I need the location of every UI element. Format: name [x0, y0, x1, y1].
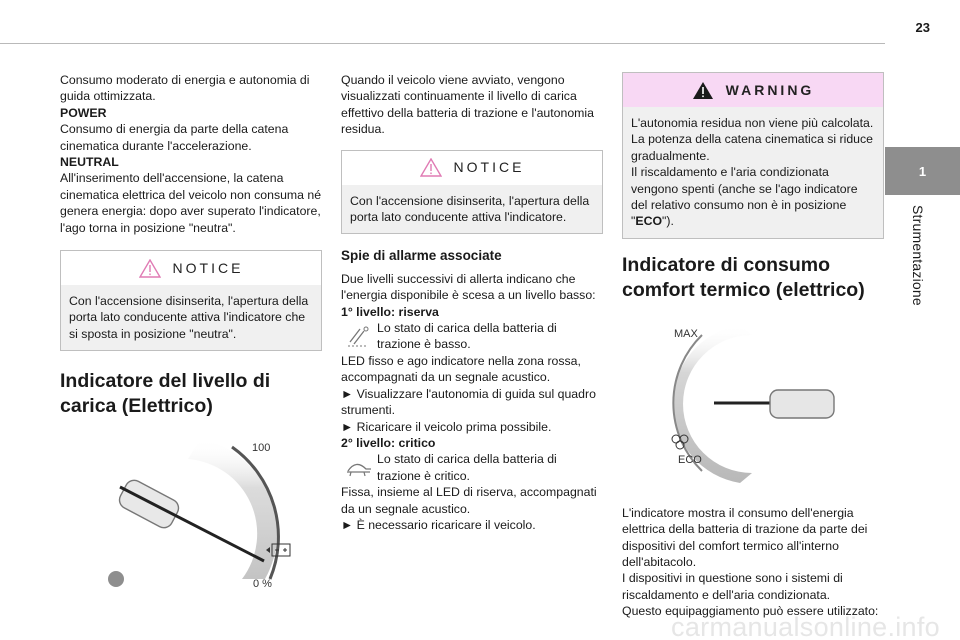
level1-row: Lo stato di carica della batteria di tra… [341, 320, 603, 353]
reserve-led [108, 571, 124, 588]
level2-detail: Fissa, insieme al LED di riserva, accomp… [341, 485, 597, 516]
warning-title: WARNING [725, 81, 815, 98]
level2-label: 2° livello: critico [341, 435, 436, 450]
subheading-alerts: Spie di allarme associate [341, 248, 502, 264]
neutral-label: NEUTRAL [60, 155, 119, 170]
warning-text-2: Il riscaldamento e l'aria condizionata v… [631, 165, 858, 229]
footer-watermark: carmanualsonline.info [671, 612, 940, 640]
column-1: Consumo moderato di energia e autonomia … [60, 72, 322, 609]
thermal-body-3: Questo equipaggiamento può essere utiliz… [622, 604, 879, 619]
notice-triangle-icon [419, 158, 442, 177]
power-description: Consumo di energia da parte della catena… [60, 122, 289, 153]
level1-action-2: ► Ricaricare il veicolo prima possibile. [341, 419, 552, 434]
fan-icon [671, 434, 689, 450]
notice-box: NOTICE Con l'accensione disinserita, l'a… [60, 250, 322, 352]
notice-box-2: NOTICE Con l'accensione disinserita, l'a… [341, 149, 603, 235]
level1-action-1: ► Visualizzare l'autonomia di guida sul … [341, 386, 596, 418]
level2-action: ► È necessario ricaricare il veicolo. [341, 517, 536, 532]
level1-text: Lo stato di carica della batteria di tra… [377, 321, 557, 352]
column-2: Quando il veicolo viene avviato, vengono… [341, 72, 603, 533]
notice-triangle-icon [138, 258, 161, 278]
level1-detail: LED fisso e ago indicatore nella zona ro… [341, 353, 581, 385]
gauge-needle [118, 479, 265, 563]
neutral-description: All'inserimento dell'accensione, la cate… [60, 171, 322, 235]
thermal-comfort-gauge: MAX ECO [671, 324, 835, 483]
level2-text: Lo stato di carica della batteria di tra… [377, 452, 557, 483]
level2-row: Lo stato di carica della batteria di tra… [341, 451, 603, 484]
page-number: 23 [915, 20, 930, 35]
thermal-body-1: L'indicatore mostra il consumo dell'ener… [622, 505, 868, 570]
warning-text-1: L'autonomia residua non viene più calcol… [631, 116, 874, 163]
gauge-needle-thermal [714, 389, 835, 419]
thermal-body-2: I dispositivi in questione sono i sistem… [622, 571, 843, 602]
warning-triangle-icon [692, 81, 713, 99]
section-heading-thermal-comfort: Indicatore di consumo comfort termico (e… [622, 253, 865, 301]
notice-header: NOTICE [61, 251, 321, 286]
gauge-max-label-thermal: MAX [674, 328, 699, 340]
notice-header-2: NOTICE [342, 150, 602, 185]
section-heading-charge-level: Indicatore del livello di carica (Elettr… [60, 370, 271, 418]
reserve-fuel-pump-icon [341, 320, 377, 353]
warning-body: L'autonomia residua non viene più calcol… [623, 107, 883, 238]
charge-level-gauge: 100 0 % [108, 439, 291, 590]
chapter-title: Strumentazione [910, 205, 926, 306]
notice-body-2: Con l'accensione disinserita, l'apertura… [342, 184, 602, 234]
critical-turtle-icon [341, 451, 377, 484]
alerts-intro: Due livelli successivi di allerta indica… [341, 271, 596, 303]
battery-icon [266, 543, 291, 557]
level1-label: 1° livello: riserva [341, 304, 439, 319]
header-rule [0, 43, 885, 44]
charge-intro: Quando il veicolo viene avviato, vengono… [341, 73, 594, 137]
warning-header: WARNING [623, 73, 883, 107]
gauge-min-label-thermal: ECO [678, 454, 702, 466]
gauge-min-label: 0 % [253, 578, 272, 590]
notice-title-2: NOTICE [453, 159, 525, 176]
warning-box: WARNING L'autonomia residua non viene pi… [622, 72, 884, 239]
column-3: WARNING L'autonomia residua non viene pi… [622, 72, 884, 620]
power-label: POWER [60, 105, 107, 120]
chapter-tab[interactable]: 1 [885, 147, 960, 195]
notice-body: Con l'accensione disinserita, l'apertura… [61, 285, 321, 351]
gauge-max-label: 100 [252, 442, 270, 454]
notice-title: NOTICE [172, 259, 244, 276]
eco-description: Consumo moderato di energia e autonomia … [60, 73, 310, 104]
